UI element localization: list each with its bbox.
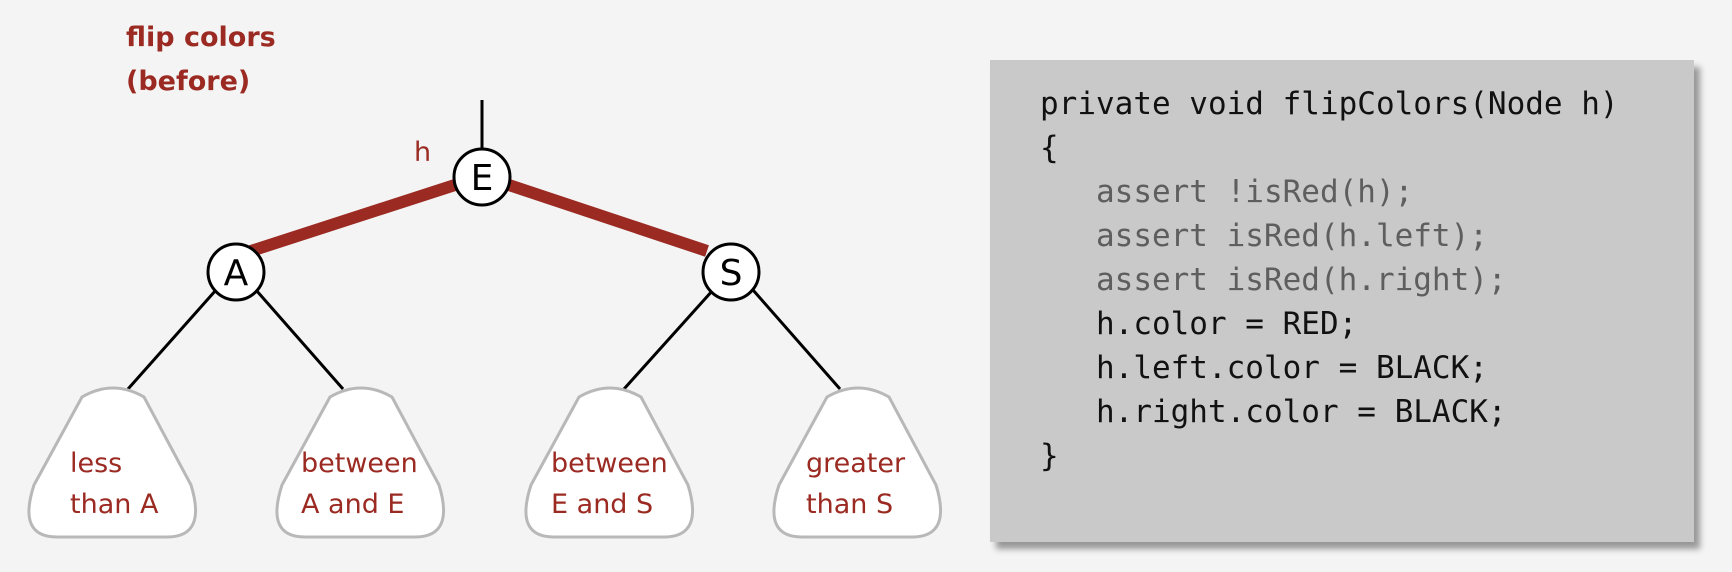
subtree-between-a-and-e: between A and E <box>275 386 446 539</box>
code-line-3: assert !isRed(h); <box>1040 174 1414 210</box>
pointer-label-h: h <box>414 137 431 168</box>
subtree-label-3a: between <box>551 448 668 479</box>
subtree-label-2a: between <box>301 448 418 479</box>
subtree-label-2b: A and E <box>301 489 405 520</box>
link-s-left <box>622 288 715 391</box>
node-s-label: S <box>720 253 743 294</box>
subtree-less-than-a: less than A <box>27 386 198 539</box>
node-a-label: A <box>224 253 249 294</box>
code-line-2: { <box>1040 130 1059 166</box>
subtree-label-1a: less <box>70 448 122 479</box>
node-a: A <box>206 242 266 302</box>
subtree-label-4a: greater <box>806 448 906 479</box>
code-line-9: } <box>1040 438 1059 474</box>
red-black-tree-diagram: less than A between A and E between E an… <box>27 100 943 539</box>
link-s-right <box>751 289 842 390</box>
red-link-e-a <box>249 178 460 257</box>
node-s: S <box>701 242 761 302</box>
caption-line-1: flip colors <box>126 22 276 53</box>
code-panel: private void flipColors(Node h) { assert… <box>990 60 1694 542</box>
code-line-8: h.right.color = BLACK; <box>1040 394 1507 430</box>
code-line-5: assert isRed(h.right); <box>1040 262 1507 298</box>
code-line-1: private void flipColors(Node h) <box>1040 86 1619 122</box>
code-line-6: h.color = RED; <box>1040 306 1358 342</box>
subtree-greater-than-s: greater than S <box>772 386 943 539</box>
node-e-label: E <box>471 158 494 199</box>
link-a-left <box>126 289 218 390</box>
subtree-between-e-and-s: between E and S <box>524 386 695 539</box>
subtree-label-3b: E and S <box>551 489 653 520</box>
subtree-label-1b: than A <box>70 489 159 520</box>
node-e: E <box>452 147 512 207</box>
code-line-7: h.left.color = BLACK; <box>1040 350 1488 386</box>
subtree-label-4b: than S <box>806 489 893 520</box>
red-link-e-s <box>504 178 709 257</box>
caption-line-2: (before) <box>126 66 251 97</box>
code-line-4: assert isRed(h.left); <box>1040 218 1488 254</box>
link-a-right <box>254 289 345 390</box>
